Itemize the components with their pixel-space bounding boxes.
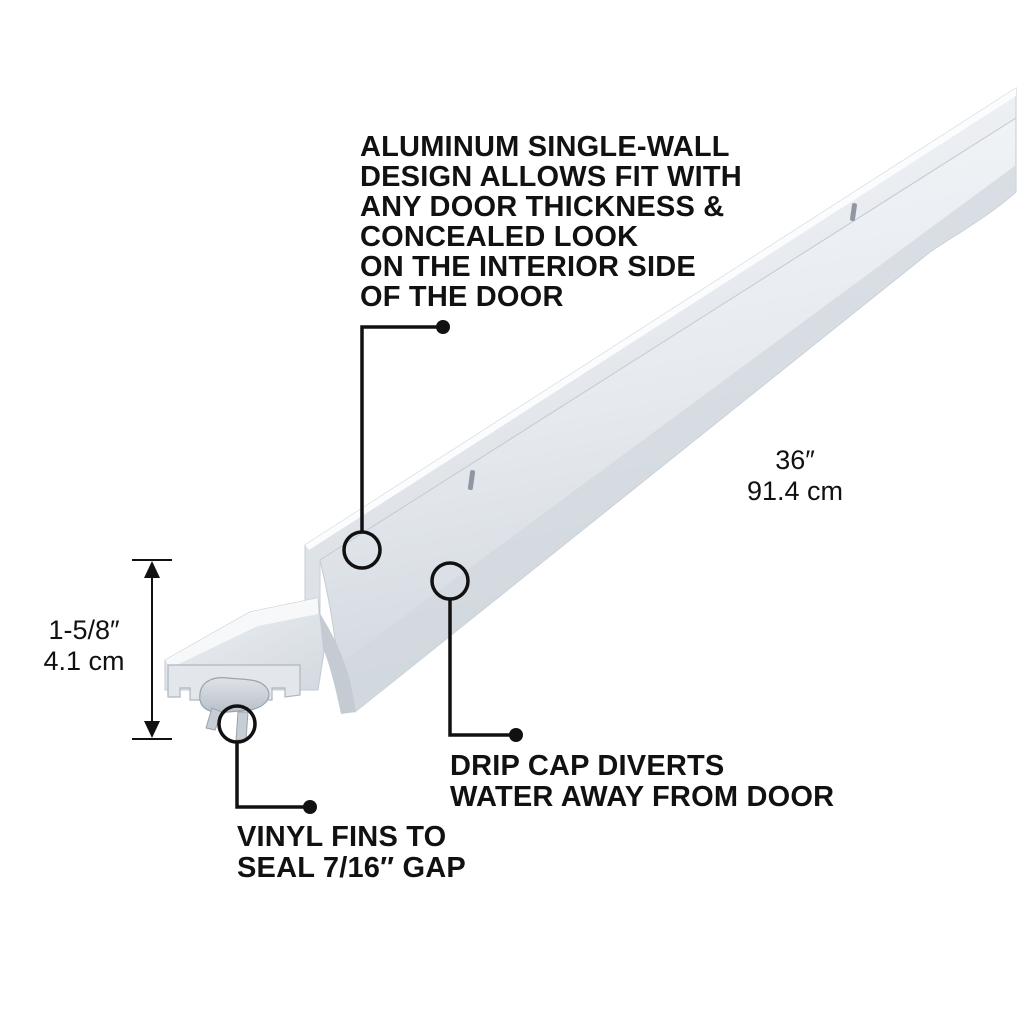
callout-line: ALUMINUM SINGLE-WALL xyxy=(360,131,730,163)
callout-line: CONCEALED LOOK xyxy=(360,221,639,253)
callout-line: WATER AWAY FROM DOOR xyxy=(450,781,835,813)
vinyl-fin xyxy=(235,711,249,741)
height-dimension-arrow xyxy=(132,559,172,740)
drip-cap-callout-leader xyxy=(430,561,516,737)
height-imperial: 1-5/8″ xyxy=(48,615,120,645)
drip-cap-end-face xyxy=(318,610,356,714)
screw-slot xyxy=(850,203,857,222)
vinyl-callout-leader xyxy=(217,704,310,809)
aluminum-callout-leader xyxy=(342,325,443,570)
callout-line: ON THE INTERIOR SIDE xyxy=(360,251,696,283)
wall-top-edge xyxy=(305,88,1016,550)
height-dimension: 1-5/8″ 4.1 cm xyxy=(28,615,140,677)
vinyl-fin xyxy=(205,707,223,731)
height-metric: 4.1 cm xyxy=(43,646,125,676)
length-imperial: 36″ xyxy=(775,445,815,475)
vinyl-fins-callout: VINYL FINS TO SEAL 7/16″ GAP xyxy=(237,822,466,884)
leader-dot xyxy=(509,728,523,742)
callout-line: OF THE DOOR xyxy=(360,281,564,313)
leader-dot xyxy=(303,800,317,814)
flange-top xyxy=(165,598,318,668)
length-metric: 91.4 cm xyxy=(746,476,844,506)
aluminum-wall-callout: ALUMINUM SINGLE-WALL DESIGN ALLOWS FIT W… xyxy=(360,132,742,312)
drip-cap-callout: DRIP CAP DIVERTS WATER AWAY FROM DOOR xyxy=(450,751,834,813)
callout-line: SEAL 7/16″ GAP xyxy=(237,852,466,884)
leader-dot xyxy=(436,320,450,334)
length-dimension: 36″ 91.4 cm xyxy=(725,445,865,507)
drip-cap-shadow xyxy=(345,165,1016,712)
callout-line: ANY DOOR THICKNESS & xyxy=(360,191,725,223)
callout-line: DESIGN ALLOWS FIT WITH xyxy=(360,161,742,193)
callout-line: DRIP CAP DIVERTS xyxy=(450,750,725,782)
screw-slot xyxy=(467,470,476,491)
callout-line: VINYL FINS TO xyxy=(237,821,447,853)
